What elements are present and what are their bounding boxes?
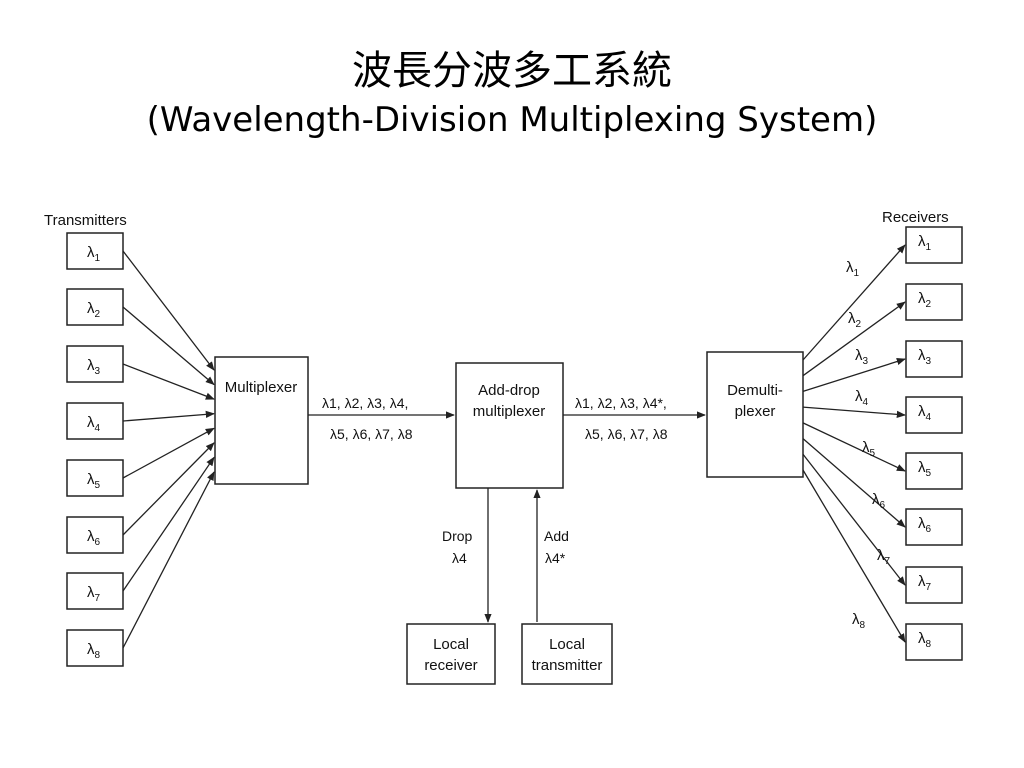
tx-to-mux-line xyxy=(122,363,215,400)
receiver-box xyxy=(905,452,963,490)
demux-label-line2: plexer xyxy=(735,403,776,420)
branch-label: λ4 xyxy=(855,388,869,408)
link2-line2: λ5, λ6, λ7, λ8 xyxy=(585,426,668,442)
local-receiver-line1: Local xyxy=(433,636,469,653)
local-receiver-line2: receiver xyxy=(424,657,477,674)
local-transmitter-box xyxy=(521,623,613,685)
tx-to-mux-line xyxy=(122,410,215,422)
title-english: (Wavelength-Division Multiplexing System… xyxy=(146,100,878,140)
branch-label: λ7 xyxy=(877,547,891,567)
local-transmitter-line2: transmitter xyxy=(532,657,603,674)
multiplexer-label: Multiplexer xyxy=(225,379,298,396)
tx-to-mux-line xyxy=(122,250,215,371)
demux-to-rx-line xyxy=(802,422,906,472)
branch-label: λ3 xyxy=(855,347,869,367)
demux-to-rx-line xyxy=(802,406,906,419)
branch-label: λ2 xyxy=(848,310,862,330)
transmitter-box xyxy=(66,629,124,667)
transmitter-box xyxy=(66,516,124,554)
demux-to-rx-line xyxy=(802,358,906,393)
tx-to-mux-line xyxy=(122,456,215,592)
multiplexer-box xyxy=(214,356,309,485)
link1-line2: λ5, λ6, λ7, λ8 xyxy=(330,426,413,442)
add-drop-label-line1: Add-drop xyxy=(478,382,540,399)
drop-value: λ4 xyxy=(452,550,467,566)
receiver-box xyxy=(905,340,963,378)
tx-to-mux-line xyxy=(122,442,215,536)
demux-label-line1: Demulti- xyxy=(727,382,783,399)
demux-to-rx-line xyxy=(802,469,906,643)
local-transmitter-line1: Local xyxy=(549,636,585,653)
branch-label: λ6 xyxy=(872,491,886,511)
local-receiver-box xyxy=(406,623,496,685)
transmitter-box xyxy=(66,288,124,326)
demux-to-rx-line xyxy=(802,301,906,377)
tx-to-mux-line xyxy=(122,427,215,479)
receiver-box xyxy=(905,508,963,546)
transmitters-heading: Transmitters xyxy=(44,212,127,229)
add-value: λ4* xyxy=(545,550,566,566)
drop-label: Drop xyxy=(442,528,473,544)
branch-label: λ5 xyxy=(862,439,876,459)
transmitter-box xyxy=(66,345,124,383)
transmitter-box xyxy=(66,232,124,270)
add-label: Add xyxy=(544,528,569,544)
demux-to-rx-line xyxy=(802,453,906,586)
branch-label: λ1 xyxy=(846,259,860,279)
add-drop-label-line2: multiplexer xyxy=(473,403,546,420)
demux-to-rx-line xyxy=(802,244,906,361)
tx-to-mux-line xyxy=(122,471,215,649)
link1-line1: λ1, λ2, λ3, λ4, xyxy=(322,395,408,411)
demux-to-rx-line xyxy=(802,438,906,528)
connection-lines: λ1 λ2 λ3 λ4 λ5 λ6 λ7 λ8 xyxy=(122,244,906,649)
demux-box xyxy=(706,351,804,478)
tx-to-mux-line xyxy=(122,306,215,386)
receiver-box xyxy=(905,566,963,604)
transmitter-box xyxy=(66,402,124,440)
receivers-heading: Receivers xyxy=(882,209,949,226)
title-chinese: 波長分波多工系統 xyxy=(352,48,672,94)
receiver-box xyxy=(905,283,963,321)
add-drop-box xyxy=(455,362,564,489)
receiver-box xyxy=(905,396,963,434)
receiver-box xyxy=(905,226,963,264)
branch-label: λ8 xyxy=(852,611,866,631)
receiver-box xyxy=(905,623,963,661)
link2-line1: λ1, λ2, λ3, λ4*, xyxy=(575,395,667,411)
